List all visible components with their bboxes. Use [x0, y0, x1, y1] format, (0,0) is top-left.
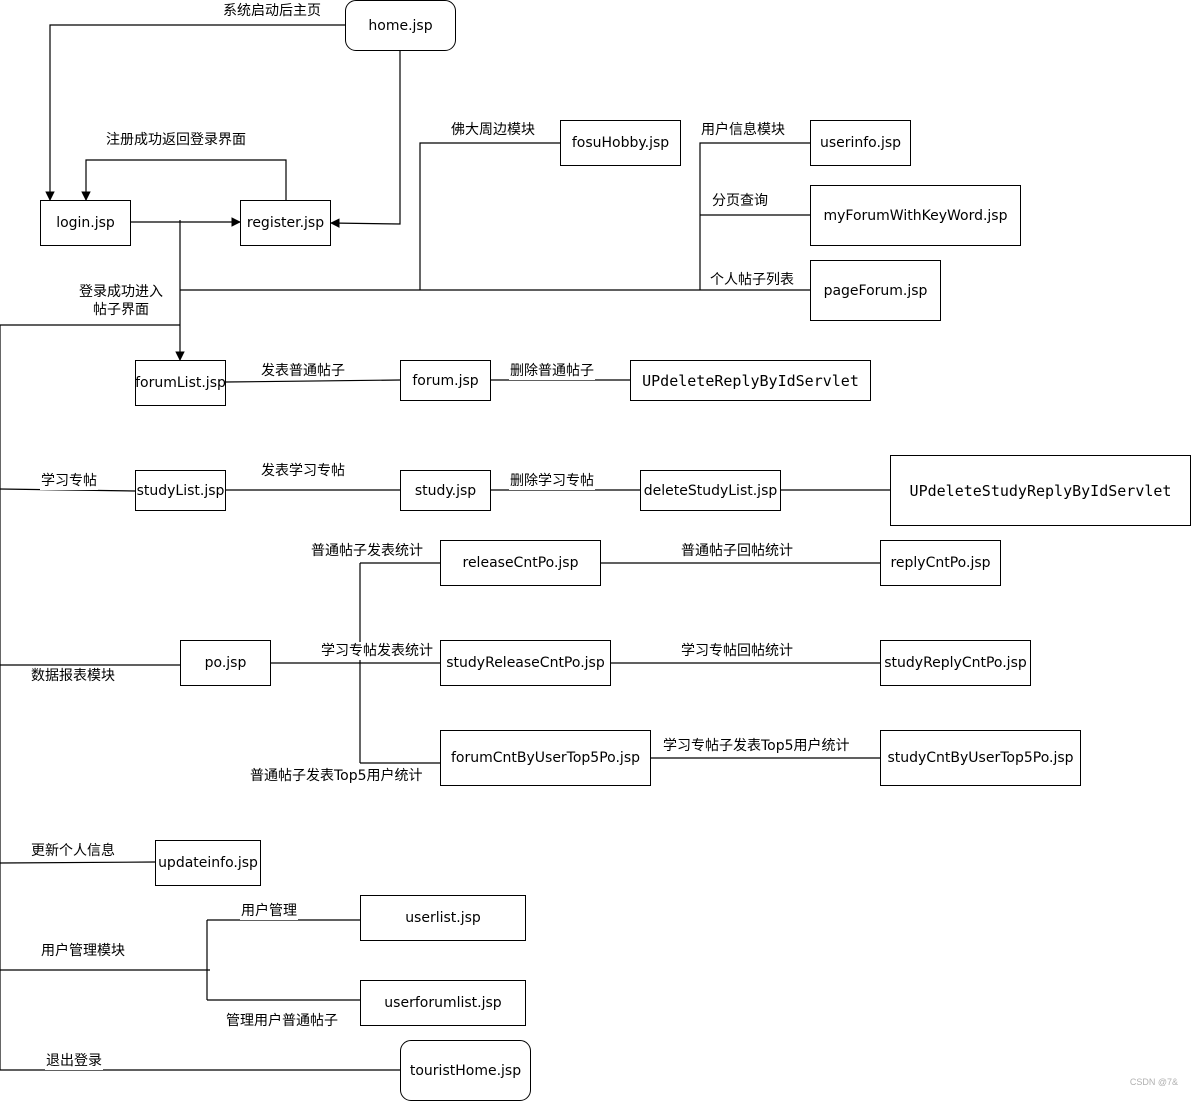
- node-userforumlist: userforumlist.jsp: [360, 980, 526, 1026]
- node-page-forum: pageForum.jsp: [810, 260, 941, 321]
- node-updateinfo: updateinfo.jsp: [155, 840, 261, 886]
- label-login-success: 登录成功进入 帖子界面: [78, 283, 164, 319]
- edge-trunk-studylist: [0, 488, 136, 492]
- label-study-top5-stat: 学习专帖子发表Top5用户统计: [662, 737, 851, 755]
- label-user-manage-module: 用户管理模块: [40, 942, 126, 960]
- node-tourist-home: touristHome.jsp: [400, 1040, 531, 1101]
- label-register-back-login: 注册成功返回登录界面: [105, 131, 247, 149]
- label-normal-reply-stat: 普通帖子回帖统计: [680, 542, 794, 560]
- edge-trunk-updateinfo: [0, 861, 156, 864]
- edge-register-login: [81, 159, 287, 201]
- label-normal-publish-stat: 普通帖子发表统计: [310, 542, 424, 560]
- label-delete-normal: 删除普通帖子: [509, 362, 595, 380]
- label-personal-forum-list: 个人帖子列表: [709, 271, 795, 289]
- node-forum: forum.jsp: [400, 360, 491, 401]
- label-publish-study: 发表学习专帖: [260, 462, 346, 480]
- node-reply-cnt: replyCntPo.jsp: [880, 540, 1001, 586]
- node-home: home.jsp: [345, 0, 456, 51]
- node-up-delete-reply: UPdeleteReplyByIdServlet: [630, 360, 871, 401]
- label-delete-study: 删除学习专帖: [509, 472, 595, 490]
- edge-home-login: [45, 24, 345, 201]
- node-po: po.jsp: [180, 640, 271, 686]
- node-register: register.jsp: [240, 200, 331, 246]
- label-user-manage: 用户管理: [240, 902, 298, 920]
- label-logout: 退出登录: [45, 1052, 103, 1070]
- label-login-success-line1: 登录成功进入: [79, 284, 163, 300]
- label-study-reply-stat: 学习专帖回帖统计: [680, 642, 794, 660]
- edge-branch-fosu: [419, 142, 560, 290]
- node-forum-list: forumList.jsp: [135, 360, 226, 406]
- label-update-personal-info: 更新个人信息: [30, 842, 116, 860]
- watermark: CSDN @7&: [1129, 1077, 1178, 1087]
- node-release-cnt: releaseCntPo.jsp: [440, 540, 601, 586]
- node-forum-top5: forumCntByUserTop5Po.jsp: [440, 730, 651, 786]
- label-normal-top5-stat: 普通帖子发表Top5用户统计: [249, 767, 424, 785]
- node-study-release-cnt: studyReleaseCntPo.jsp: [440, 640, 611, 686]
- label-fosu-module: 佛大周边模块: [450, 121, 536, 139]
- edge-home-register: [330, 50, 401, 228]
- node-delete-study-list: deleteStudyList.jsp: [640, 470, 781, 511]
- node-study-reply-cnt: studyReplyCntPo.jsp: [880, 640, 1031, 686]
- label-home-after-start: 系统启动后主页: [222, 2, 322, 20]
- node-up-delete-study-reply: UPdeleteStudyReplyByIdServlet: [890, 455, 1191, 526]
- node-study: study.jsp: [400, 470, 491, 511]
- edge-left-trunk: [0, 324, 400, 1071]
- label-paged-query: 分页查询: [711, 192, 769, 210]
- label-study-publish-stat: 学习专帖发表统计: [320, 642, 434, 660]
- node-login: login.jsp: [40, 200, 131, 246]
- label-login-success-line2: 帖子界面: [93, 302, 149, 318]
- node-userlist: userlist.jsp: [360, 895, 526, 941]
- label-study-post: 学习专帖: [40, 472, 98, 490]
- label-user-info-module: 用户信息模块: [700, 121, 786, 139]
- edge-forumlist-forum: [225, 379, 401, 383]
- node-study-list: studyList.jsp: [135, 470, 226, 511]
- label-manage-user-normal-posts: 管理用户普通帖子: [225, 1012, 339, 1030]
- label-publish-normal: 发表普通帖子: [260, 362, 346, 380]
- node-study-top5: studyCntByUserTop5Po.jsp: [880, 730, 1081, 786]
- label-report-module: 数据报表模块: [30, 667, 116, 685]
- node-fosu-hobby: fosuHobby.jsp: [560, 120, 681, 166]
- node-userinfo: userinfo.jsp: [810, 120, 911, 166]
- edge-branch-user: [699, 142, 810, 290]
- node-my-forum-keyword: myForumWithKeyWord.jsp: [810, 185, 1021, 246]
